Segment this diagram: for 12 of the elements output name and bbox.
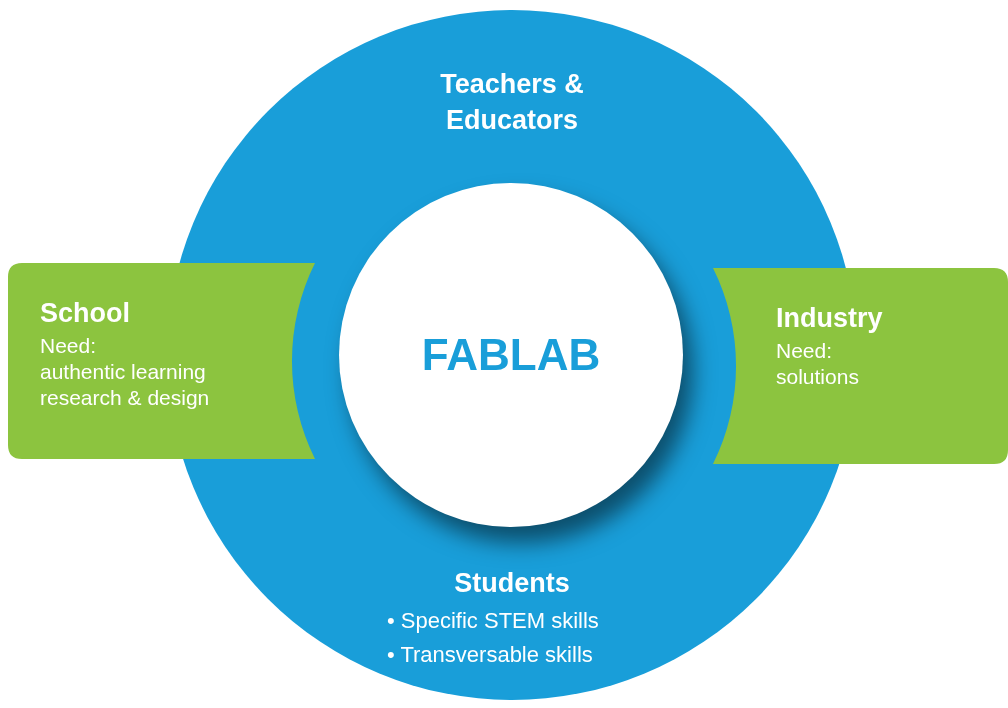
need-item: solutions — [776, 364, 859, 390]
tab-heading: Industry — [776, 302, 883, 335]
need-label: Need: — [40, 333, 97, 359]
group-heading: Students — [453, 567, 571, 600]
group-heading: Teachers & Educators — [439, 68, 585, 137]
tab-heading: School — [40, 297, 130, 330]
center-title: FABLAB — [420, 329, 602, 381]
need-label: Need: — [776, 338, 833, 364]
bullet-item: • Transversable skills — [387, 641, 593, 669]
need-item: authentic learning — [40, 359, 206, 385]
bullet-item: • Specific STEM skills — [387, 607, 599, 635]
need-item: research & design — [40, 385, 210, 411]
